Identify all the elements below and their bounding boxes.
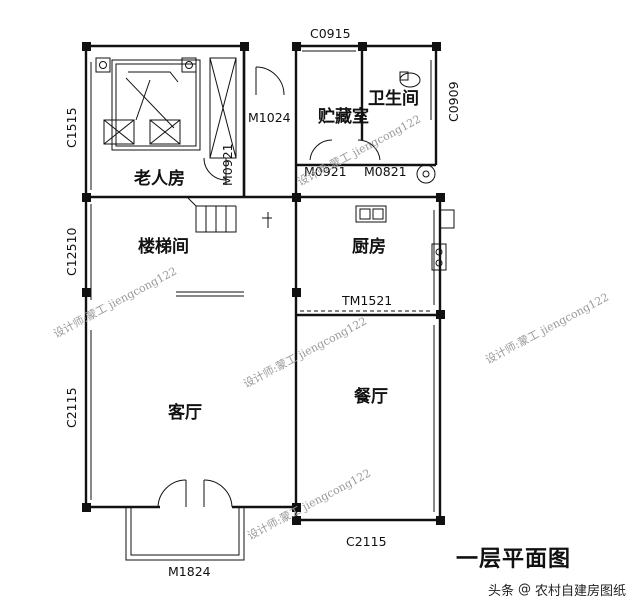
room-label-living: 客厅 [167,402,202,423]
staircase-icon [187,197,272,233]
code-c1251: C12510 [64,227,79,276]
room-label-bathroom: 卫生间 [368,88,419,109]
room-label-storage: 贮藏室 [317,106,369,127]
stove-icon [431,209,455,271]
watermark: 设计师:蒙工 jiengcong122 [241,315,369,391]
toilet-icon [399,71,421,88]
code-c2115-bottom: C2115 [346,534,387,549]
watermark: 设计师:蒙工 jiengcong122 [483,291,611,367]
code-m1024: M1024 [248,110,291,125]
room-label-stairs: 楼梯间 [138,236,189,257]
code-m1824: M1824 [168,564,211,579]
code-m0921-b: M0921 [220,143,235,186]
code-tm1521: TM1521 [341,293,392,308]
sink-icon [355,205,387,223]
plan-title: 一层平面图 [456,547,572,572]
code-c2115-left: C2115 [64,387,79,428]
code-m0821: M0821 [364,164,407,179]
room-label-elderly: 老人房 [133,168,185,189]
door-swings [157,66,381,508]
bed-icon [95,57,201,151]
room-label-dining: 餐厅 [354,386,388,407]
code-c1515: C1515 [64,107,79,148]
watermark: 设计师:蒙工 jiengcong122 [245,467,373,543]
exterior-walls [84,44,442,561]
source-footer: 头条 @ 农村自建房图纸 [488,580,626,599]
footer-account: 农村自建房图纸 [534,584,626,599]
shower-icon [416,164,436,184]
room-label-kitchen: 厨房 [352,236,386,257]
code-c0909: C0909 [446,81,461,122]
code-c0915: C0915 [310,26,351,41]
footer-prefix: 头条 [487,584,514,599]
columns [82,42,445,525]
footer-at: @ [517,582,531,597]
wardrobe-icon [209,57,237,159]
code-m0921-a: M0921 [304,164,347,179]
